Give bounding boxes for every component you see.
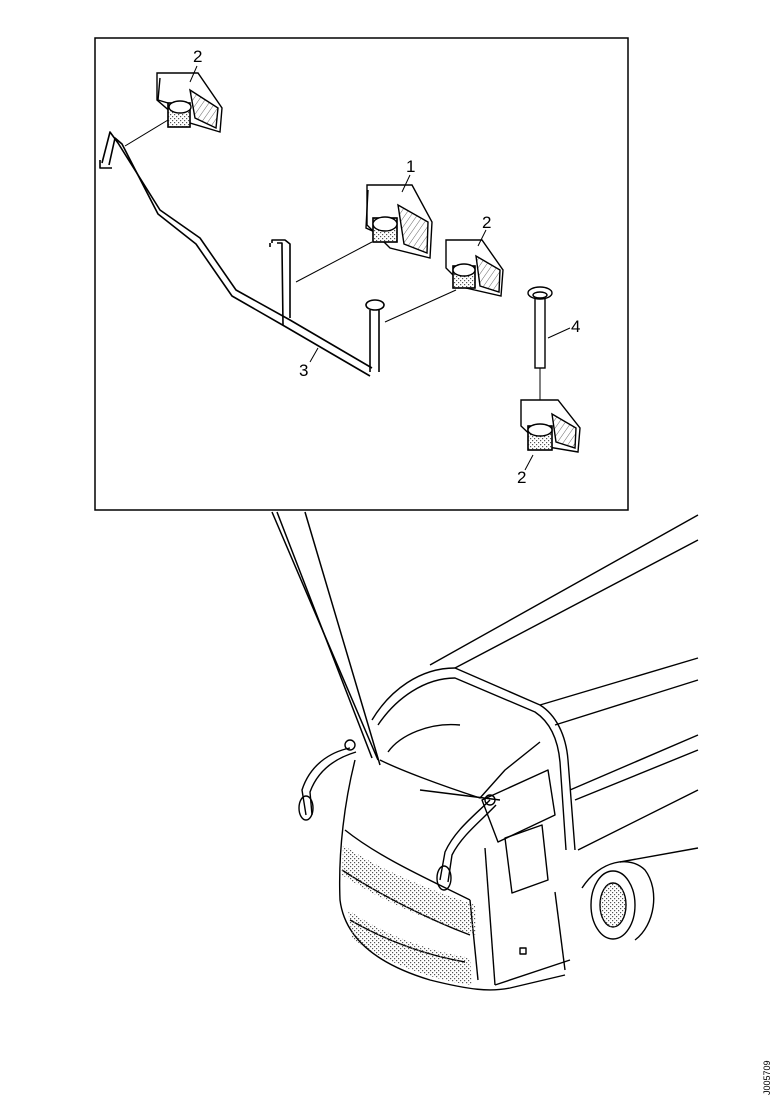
mount-clamp-icon [520, 399, 581, 453]
mount-clamp-icon [156, 72, 223, 133]
reference-code: J005709 [762, 1060, 772, 1095]
callout-part-2-top: 2 [193, 47, 202, 66]
callout-part-2-bottom: 2 [517, 468, 526, 487]
callout-part-4: 4 [571, 317, 580, 336]
mirror-bracket-icon [365, 184, 433, 259]
zoom-indicator-lines [271, 511, 381, 766]
grille-hatching [342, 845, 476, 985]
bolt-pin-icon [527, 286, 553, 369]
vehicle-cab-icon [298, 514, 699, 991]
callout-part-1: 1 [406, 157, 415, 176]
detail-view: 2 1 2 4 3 2 [94, 37, 629, 511]
mount-clamp-icon [445, 239, 504, 297]
mirror-arm-tube-icon [99, 131, 385, 377]
alignment-lines [124, 119, 541, 402]
callout-leaders [189, 65, 571, 471]
callout-part-2-mid: 2 [482, 213, 491, 232]
callout-part-3: 3 [299, 361, 308, 380]
